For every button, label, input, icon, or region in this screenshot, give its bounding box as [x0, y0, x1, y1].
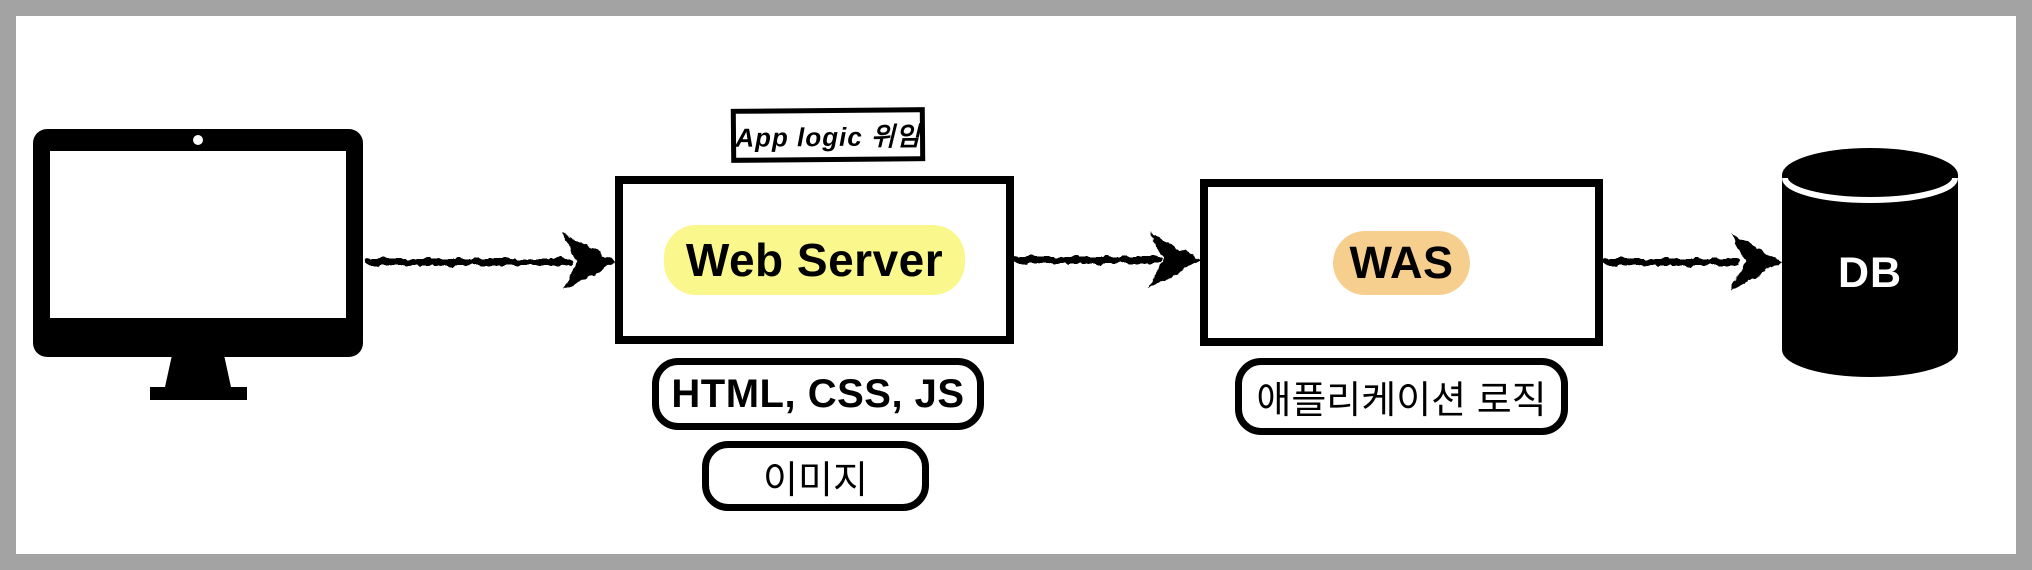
- webserver-response-html-css-js: HTML, CSS, JS: [652, 358, 984, 430]
- note-label: App logic 위임: [735, 120, 921, 153]
- arrow-was-to-db-icon: [1602, 233, 1784, 291]
- was-response-application-logic: 애플리케이션 로직: [1235, 358, 1568, 435]
- arrow-webserver-to-was-icon: [1012, 231, 1202, 289]
- chip-label: 이미지: [763, 459, 868, 502]
- was-box: WAS: [1200, 179, 1603, 346]
- webserver-response-image: 이미지: [702, 441, 929, 511]
- chip-label: HTML, CSS, JS: [671, 371, 965, 416]
- db-label: DB: [1837, 248, 1903, 297]
- note-box: App logic 위임: [730, 107, 926, 163]
- database-cylinder-icon: [1782, 148, 1958, 377]
- was-label: WAS: [1333, 230, 1470, 295]
- web-server-label: Web Server: [663, 225, 966, 295]
- web-server-box: Web Server: [615, 176, 1014, 344]
- chip-label: 애플리케이션 로직: [1256, 380, 1547, 422]
- arrow-client-to-webserver-icon: [364, 233, 617, 291]
- desktop-monitor-icon: [33, 129, 363, 400]
